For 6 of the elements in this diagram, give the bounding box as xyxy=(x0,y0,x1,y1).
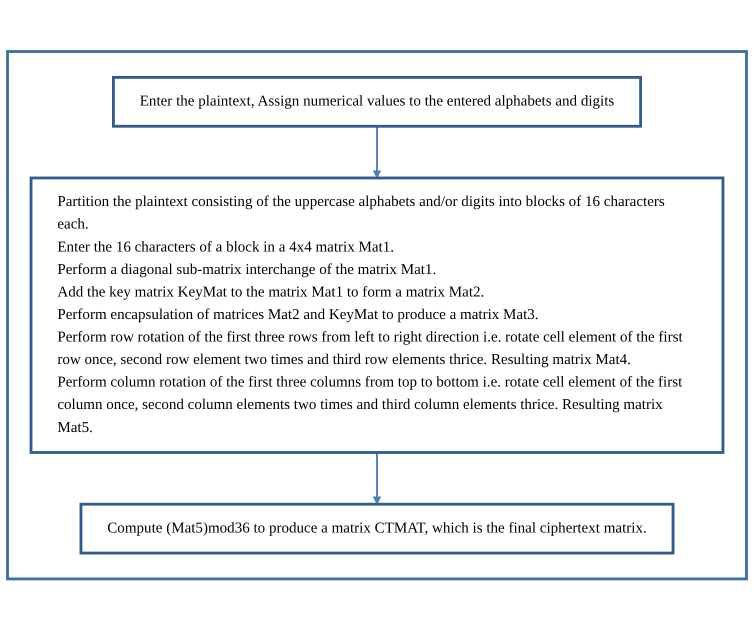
node-box: Enter the plaintext, Assign numerical values to the entered alphabets and digits xyxy=(112,76,642,128)
arrow xyxy=(372,126,382,178)
cluster xyxy=(6,50,748,580)
node-box: Compute (Mat5)mod36 to produce a matrix CTMAT, which is the final ciphertext matrix. xyxy=(80,502,674,554)
node-box: Partition the plaintext consisting of the uppercase alphabets and/or digits into blocks of 16 characters each. Enter the 16 characters of a block in a 4x4 matrix Mat1. Perform a diagonal sub-matrix interchange of the matrix Mat1. Add the key matrix KeyMat to the matrix Mat1 to form a matrix Mat2. Perform encapsulation of matrices Mat2 and KeyMat to produce a matrix Mat3. Perform row rotation of the first three rows from left to right direction i.e. rotate cell element of the first row once, second row element two times and third row elements thrice. Resulting matrix Mat4. Perform column rotation of the first three columns from top to bottom i.e. rotate cell element of the first column once, second column elements two times and third column elements thrice. Resulting matrix Mat5. xyxy=(30,176,724,454)
arrow xyxy=(372,452,382,504)
